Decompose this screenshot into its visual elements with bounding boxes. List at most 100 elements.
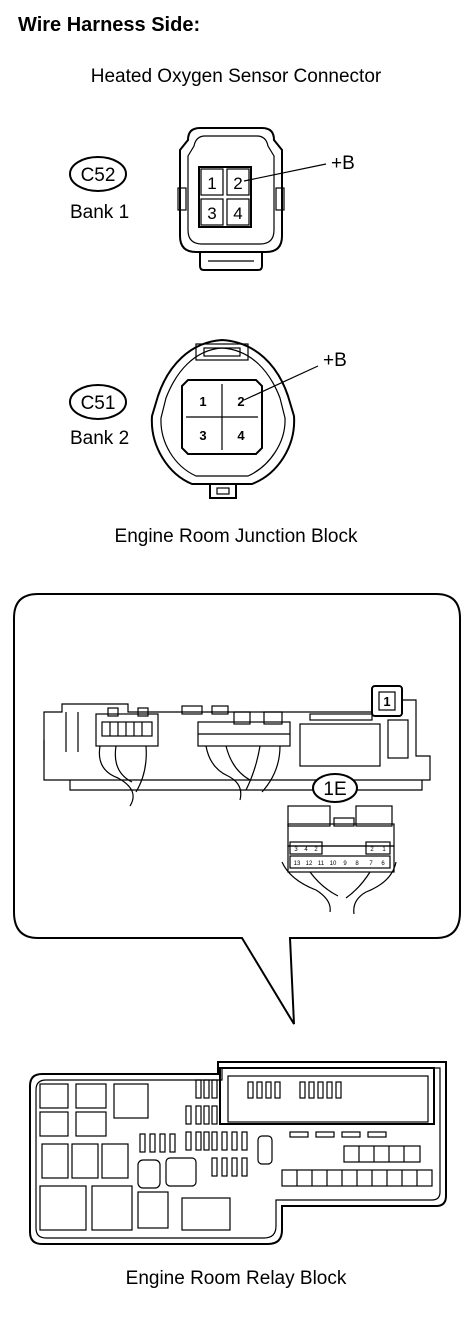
c51-outer-housing [150, 338, 296, 485]
c51-code-label: C51 [81, 393, 116, 414]
detail-pin-top-left-2: 4 [304, 847, 308, 853]
c51-leader-line [243, 365, 319, 401]
c51-pin-3: 3 [199, 428, 206, 443]
detail-connector-wires [281, 861, 397, 915]
c52-code-ellipse [69, 156, 127, 192]
oxygen-sensor-connector-title: Heated Oxygen Sensor Connector [90, 66, 382, 87]
detail-pin-bottom-2: 12 [306, 861, 313, 867]
relay-socket-pins [247, 1081, 342, 1099]
small-tag-box [378, 691, 396, 711]
fuse [203, 1105, 210, 1125]
c51-tab-slot [216, 487, 230, 495]
c51-terminal-label: +B [323, 350, 347, 371]
c51-pin-2: 2 [237, 394, 244, 409]
c52-pin-3: 3 [207, 204, 216, 223]
socket-pin [326, 1081, 333, 1099]
middle-connector-latch-a [233, 711, 251, 725]
detail-pin-row-top-right [365, 841, 391, 855]
fuse [149, 1133, 156, 1153]
fuse [211, 1105, 218, 1125]
relay-12 [181, 1197, 231, 1231]
detail-pin-top-right-1: 2 [370, 847, 374, 853]
c52-bank-label: Bank 1 [70, 202, 130, 223]
c52-left-rib [177, 187, 187, 211]
socket-pin [265, 1081, 272, 1099]
left-connector-latch-a [107, 707, 119, 717]
junction-block-clip-2 [211, 705, 229, 715]
detail-pin-top-right-2: 1 [382, 847, 386, 853]
relay-block [29, 1061, 447, 1245]
connector-c52: C52 1 2 3 4 +B [69, 127, 355, 271]
c52-pin-2-cell [226, 168, 250, 196]
fuse [203, 1131, 210, 1151]
c51-pin-4: 4 [237, 428, 245, 443]
c51-inner-housing [160, 347, 286, 477]
relay-4 [39, 1111, 69, 1137]
fuse [231, 1157, 238, 1177]
side-fuse [257, 1135, 273, 1165]
c52-code-label: C52 [81, 165, 116, 186]
c52-pin-1: 1 [207, 174, 216, 193]
fuse [211, 1131, 218, 1151]
left-connector-wires [98, 745, 147, 807]
junction-block-title: Engine Room Junction Block [114, 526, 358, 547]
junction-block-callout: 1 1E 3 4 2 2 1 13 12 [13, 593, 461, 1025]
detail-pin-bottom-7: 7 [369, 861, 373, 867]
fuse [203, 1079, 210, 1099]
detail-pin-top-left-1: 3 [294, 847, 298, 853]
socket-pin [335, 1081, 342, 1099]
c52-lock-tab [199, 252, 263, 271]
c52-terminal-label: +B [331, 153, 355, 174]
detail-pin-top-left-3: 2 [314, 847, 318, 853]
fuse-cluster [139, 1079, 248, 1177]
relay-block-inner [35, 1067, 441, 1239]
detail-latch-center [333, 817, 355, 827]
square-relay [165, 1157, 197, 1187]
left-connector-pins [101, 721, 153, 737]
middle-connector-latch-b [263, 711, 283, 725]
fuse-row-upper [343, 1145, 421, 1163]
c51-bank-label: Bank 2 [70, 428, 130, 449]
fuse [139, 1133, 146, 1153]
c52-pin-2: 2 [233, 174, 242, 193]
detail-connector-bottom [287, 845, 395, 873]
detail-latch-right [355, 805, 393, 827]
socket-pin [247, 1081, 254, 1099]
socket-pin [317, 1081, 324, 1099]
c51-top-latch [195, 343, 249, 361]
fuse [159, 1133, 166, 1153]
relay-1 [39, 1083, 69, 1109]
fuse [211, 1157, 218, 1177]
junction-block-socket [299, 723, 381, 767]
c52-pin-4: 4 [233, 204, 242, 223]
fuse [221, 1157, 228, 1177]
detail-connector-top [287, 823, 395, 847]
fuse [231, 1131, 238, 1151]
diagram-heading: Wire Harness Side: [18, 14, 201, 36]
relay-2 [75, 1083, 107, 1109]
junction-block-clip-1 [181, 705, 203, 715]
detail-pin-bottom-6: 8 [355, 861, 359, 867]
left-mounted-connector [95, 713, 159, 747]
connector-1e-label: 1E [323, 779, 346, 800]
c52-pin-1-cell [200, 168, 224, 196]
relay-5 [75, 1111, 107, 1137]
fuse [195, 1105, 202, 1125]
relay-6 [41, 1143, 69, 1179]
socket-pin [274, 1081, 281, 1099]
detail-pin-bottom-4: 10 [330, 861, 337, 867]
fuse-slot [315, 1131, 335, 1138]
socket-pin [299, 1081, 306, 1099]
fuse [241, 1157, 248, 1177]
fuse-slot [367, 1131, 387, 1138]
relay-block-socket-inner [227, 1075, 429, 1123]
detail-pin-row-top-left [289, 841, 323, 855]
relay-block-outer [29, 1061, 447, 1245]
detail-pin-row-bottom [289, 855, 391, 869]
fuse [169, 1133, 176, 1153]
fuse [195, 1131, 202, 1151]
relay-11 [137, 1191, 169, 1229]
c52-pin-3-cell [200, 198, 224, 226]
fuse [241, 1131, 248, 1151]
